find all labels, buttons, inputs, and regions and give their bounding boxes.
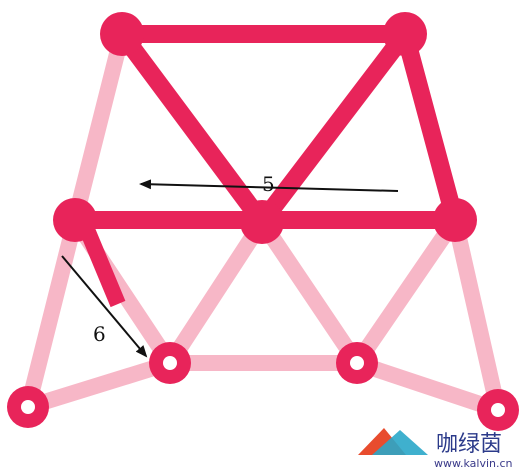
node-ring-right[interactable] xyxy=(336,342,378,384)
edge-top-left-to-mid-left[interactable] xyxy=(67,26,130,228)
edge-mid-right-to-bottom-right[interactable] xyxy=(447,212,506,418)
ring-nodes xyxy=(7,342,519,431)
node-mid-right[interactable] xyxy=(433,198,477,242)
edge-mid-left-to-bottom-left[interactable] xyxy=(20,212,83,415)
edge-top-left-to-center xyxy=(113,25,271,231)
drawn-edges xyxy=(66,25,464,231)
edge-ring-right-to-bottom-right[interactable] xyxy=(349,355,506,418)
edge-mid-right-to-ring-right[interactable] xyxy=(349,212,463,371)
watermark-brand: 咖绿茵 xyxy=(436,432,502,457)
arrow-6 xyxy=(61,255,148,358)
arrow-5-label: 5 xyxy=(262,172,275,196)
solid-nodes xyxy=(53,12,477,244)
edge-partial-stub xyxy=(80,228,126,308)
edge-center-to-ring-right[interactable] xyxy=(254,214,365,371)
node-mid-left[interactable] xyxy=(53,198,97,242)
edge-center-to-ring-left[interactable] xyxy=(162,214,270,371)
node-bottom-right[interactable] xyxy=(477,389,519,431)
edge-top-right-to-center xyxy=(253,25,414,231)
node-top-right[interactable] xyxy=(383,12,427,56)
kalvin-logo-icon xyxy=(358,428,428,455)
arrow-6-label: 6 xyxy=(93,322,106,346)
arrow-5 xyxy=(139,179,399,192)
edge-top-right-to-mid-right xyxy=(396,25,464,229)
watermark: 咖绿茵 www.kalvin.cn xyxy=(358,428,513,470)
node-bottom-left[interactable] xyxy=(7,386,49,428)
watermark-url: www.kalvin.cn xyxy=(434,457,513,470)
node-top-left[interactable] xyxy=(100,12,144,56)
node-center[interactable] xyxy=(240,200,284,244)
node-ring-left[interactable] xyxy=(149,342,191,384)
edge-bottom-left-to-ring-left[interactable] xyxy=(20,355,178,415)
